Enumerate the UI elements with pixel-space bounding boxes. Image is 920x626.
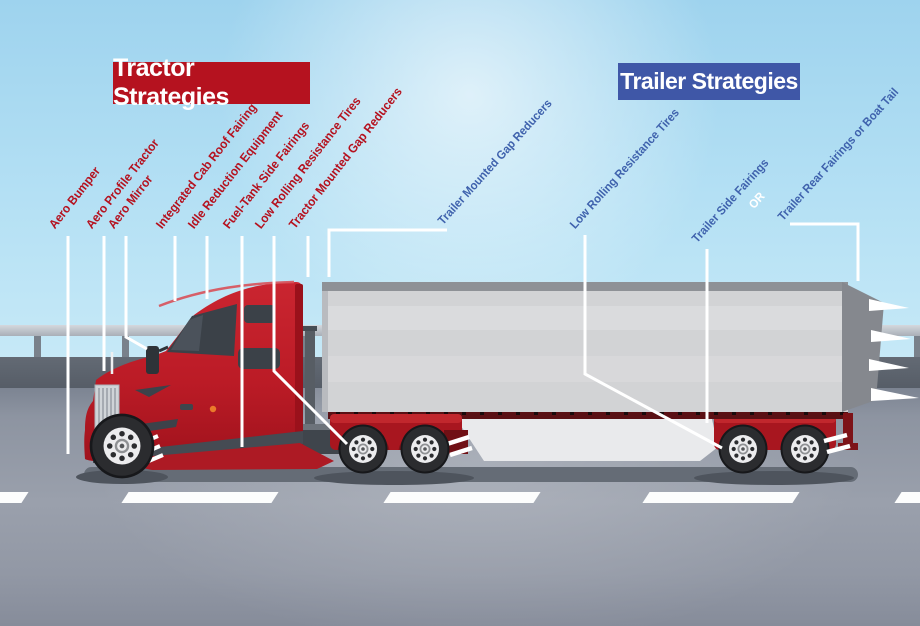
- sleeper-window-lower: [238, 348, 280, 369]
- headlight-accent: [135, 385, 171, 397]
- mirror-arm: [158, 345, 169, 353]
- sleeper-window-upper: [244, 305, 275, 323]
- trailer-rear-corner: [842, 282, 884, 412]
- front-wheel: [88, 412, 156, 480]
- boat-tail-fin: [871, 330, 911, 342]
- leader-lrr-tires-tractor: [272, 236, 349, 446]
- speed-chevron: [823, 432, 848, 444]
- windshield-reflection: [171, 315, 203, 351]
- door-handle: [180, 404, 193, 410]
- leader-rear-fairings-boat-tail: [790, 222, 860, 281]
- exhaust-cap: [303, 326, 317, 331]
- drive-wheel-shadow: [314, 471, 474, 485]
- marker-light: [209, 405, 217, 413]
- leader-lrr-tires-trailer: [583, 235, 723, 450]
- drive-wheel: [337, 423, 389, 475]
- leader-lines: [66, 222, 860, 454]
- boat-tail-fin: [871, 388, 919, 401]
- speed-chevron: [826, 443, 851, 455]
- trailer-wheel-shadow: [694, 471, 854, 485]
- hood-accent: [141, 419, 178, 432]
- aero-mirror: [146, 346, 159, 374]
- boat-tail-fin: [869, 359, 909, 371]
- rear-underride-guard: [843, 413, 853, 445]
- speed-chevrons-drive: [446, 434, 473, 458]
- boat-tail-fin: [869, 299, 909, 311]
- tractor-strategies-title: Tractor Strategies: [113, 54, 229, 111]
- trailer-wheel: [717, 423, 769, 475]
- catwalk: [298, 424, 356, 432]
- tractor-illustration: [84, 280, 473, 480]
- drive-wheel: [399, 423, 451, 475]
- drive-fender-highlight: [330, 414, 462, 423]
- leader-trailer-gap-reducers: [327, 228, 447, 277]
- rocker-stripe: [116, 431, 303, 461]
- tractor-strategies-header: Tractor Strategies: [113, 54, 310, 111]
- truck-shadow: [84, 467, 858, 482]
- trailer-wheel: [779, 423, 831, 475]
- exhaust-stack: [305, 328, 315, 424]
- trailer-strategies-title: Trailer Strategies: [620, 68, 798, 94]
- leader-aero-mirror: [124, 236, 148, 351]
- tractor-side-skirt: [119, 443, 334, 470]
- cab-rear-edge: [295, 284, 303, 456]
- trailer-front-edge: [322, 291, 328, 412]
- trailer-side-skirt: [458, 419, 718, 461]
- trailer-strategies-header: Trailer Strategies: [618, 63, 800, 100]
